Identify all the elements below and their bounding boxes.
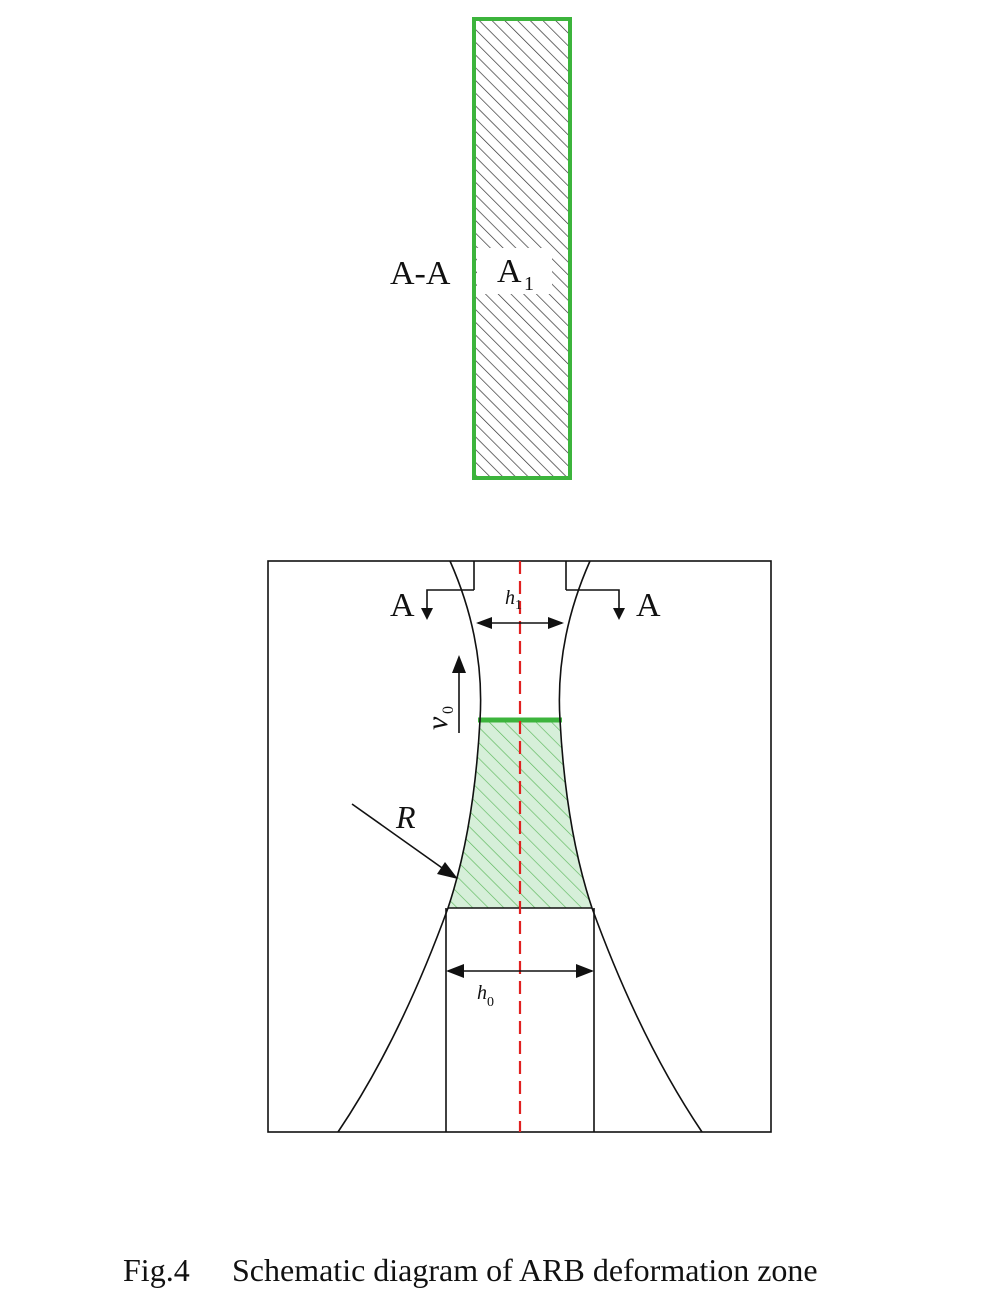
deformation-zone-view: A A h 1 h 0 v 0 R [267, 560, 772, 1133]
velocity-label: v [421, 716, 454, 730]
section-marker-left-arrow-icon [421, 608, 433, 620]
section-marker-right-arrow-icon [613, 608, 625, 620]
caption-title: Schematic diagram of ARB deformation zon… [232, 1252, 818, 1288]
h1-arrow-right-icon [548, 617, 564, 629]
section-marker-right-line [566, 589, 620, 610]
roll-curve-left [337, 560, 482, 1133]
section-area-subscript: 1 [524, 273, 534, 295]
h1-arrow-left-icon [476, 617, 492, 629]
section-marker-left-label: A [390, 587, 415, 624]
h0-label: h [477, 982, 487, 1004]
roll-curve-right [558, 560, 703, 1133]
h0-arrow-right-icon [576, 964, 594, 978]
radius-arrow-head-icon [437, 862, 458, 879]
section-cut-label: A-A [390, 255, 451, 292]
section-label-backdrop [477, 248, 552, 294]
h0-subscript: 0 [487, 995, 494, 1010]
velocity-subscript: 0 [440, 706, 457, 714]
h0-arrow-left-icon [446, 964, 464, 978]
section-area-label: A [497, 253, 522, 290]
h1-label: h [505, 587, 515, 609]
section-marker-left-line [426, 589, 474, 610]
radius-arrow-line [351, 803, 446, 871]
caption-figure-number: Fig.4 [123, 1252, 190, 1288]
velocity-arrow-head-icon [452, 655, 466, 673]
section-view: A-A A 1 [390, 17, 572, 480]
radius-label: R [395, 799, 416, 835]
section-marker-right-label: A [636, 587, 661, 624]
figure-caption: Fig.4 Schematic diagram of ARB deformati… [123, 1252, 818, 1288]
h1-subscript: 1 [515, 598, 522, 613]
